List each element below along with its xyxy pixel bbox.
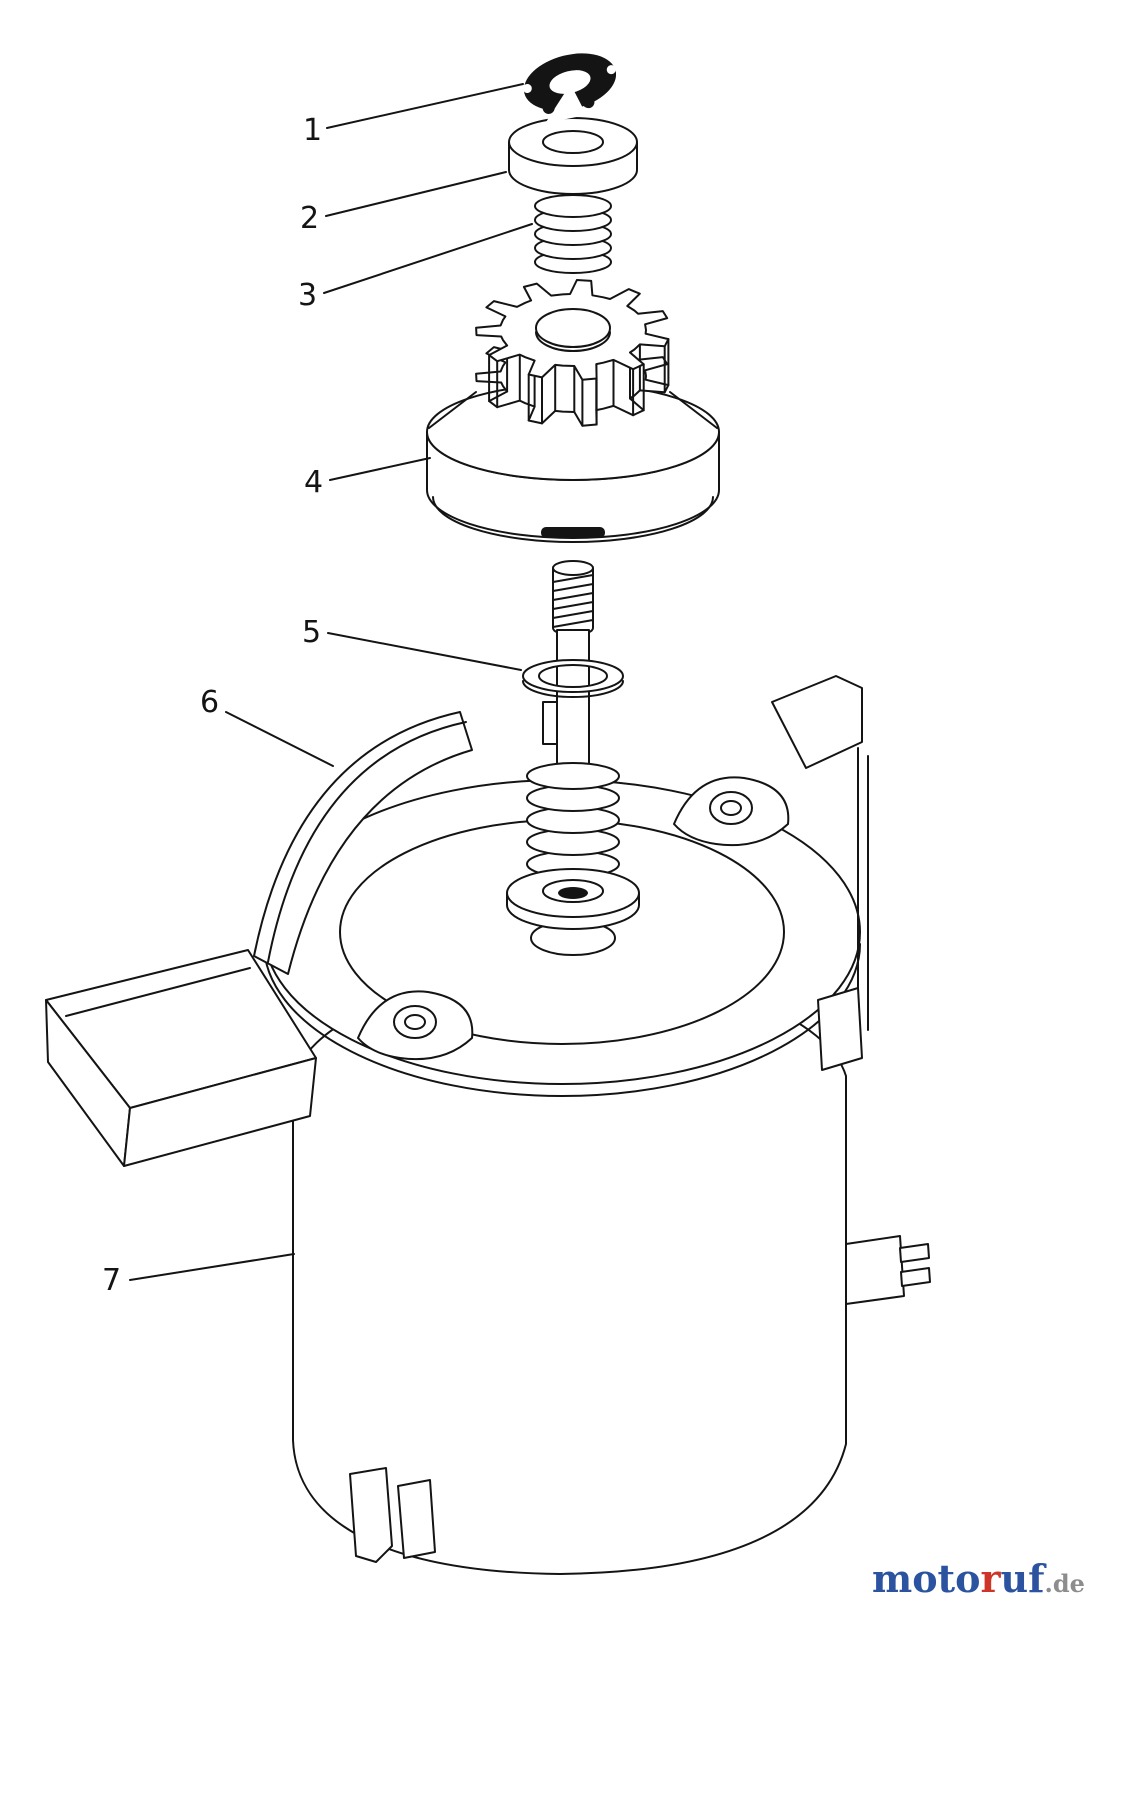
leader-line-7 (129, 1253, 295, 1281)
leader-line-3 (323, 223, 533, 294)
shaft-retainer-ring (522, 659, 624, 698)
gear-tooth-sides (488, 338, 670, 427)
threaded-stud (552, 560, 594, 636)
callout-7: 7 (102, 1253, 295, 1298)
mounting-ear-right (673, 776, 790, 847)
baffle-wall (253, 711, 473, 975)
callout-number-3: 3 (298, 278, 317, 313)
callout-number-5: 5 (302, 615, 321, 650)
starter-motor-housing (292, 970, 931, 1575)
drive-shaft-assembly (506, 560, 640, 930)
callout-number-6: 6 (200, 685, 219, 720)
thrust-washer (508, 117, 638, 195)
right-bracket (771, 675, 869, 1071)
callout-4: 4 (304, 457, 431, 500)
watermark-de: .de (1044, 1569, 1084, 1598)
drum-slot (541, 527, 605, 538)
callout-2: 2 (300, 171, 507, 236)
leader-line-5 (327, 632, 522, 671)
callout-number-4: 4 (304, 465, 323, 500)
shaft-spring (526, 762, 620, 878)
callout-number-2: 2 (300, 201, 319, 236)
watermark-logo: motoruf.de (872, 1556, 1085, 1601)
callout-6: 6 (200, 685, 334, 767)
terminal-connector (845, 1235, 931, 1305)
retaining-e-ring (522, 53, 617, 124)
watermark-moto: moto (872, 1556, 980, 1601)
watermark-uf: uf (1000, 1556, 1047, 1601)
callout-number-1: 1 (303, 113, 322, 148)
callout-number-7: 7 (102, 1263, 121, 1298)
shaft-key (542, 701, 558, 745)
leader-line-4 (329, 457, 431, 481)
pinion-gear (475, 279, 670, 427)
mounting-plate (45, 675, 869, 1167)
drive-spring (534, 194, 612, 274)
pinion-drum (426, 383, 720, 543)
drum-shoulder (428, 391, 718, 429)
watermark-r: r (980, 1556, 1001, 1601)
leader-line-2 (325, 171, 507, 217)
callout-3: 3 (298, 223, 533, 313)
spring-retainer-washer (506, 868, 640, 930)
mounting-ear-left (357, 990, 474, 1061)
callout-5: 5 (302, 615, 522, 671)
callouts: 1 2 3 4 5 6 7 (102, 83, 533, 1298)
gear-bore (535, 308, 611, 348)
leader-line-6 (225, 711, 334, 767)
callout-1: 1 (303, 83, 524, 148)
left-chute (45, 949, 317, 1167)
housing-mount-tabs (349, 1467, 436, 1563)
leader-line-1 (326, 83, 524, 129)
